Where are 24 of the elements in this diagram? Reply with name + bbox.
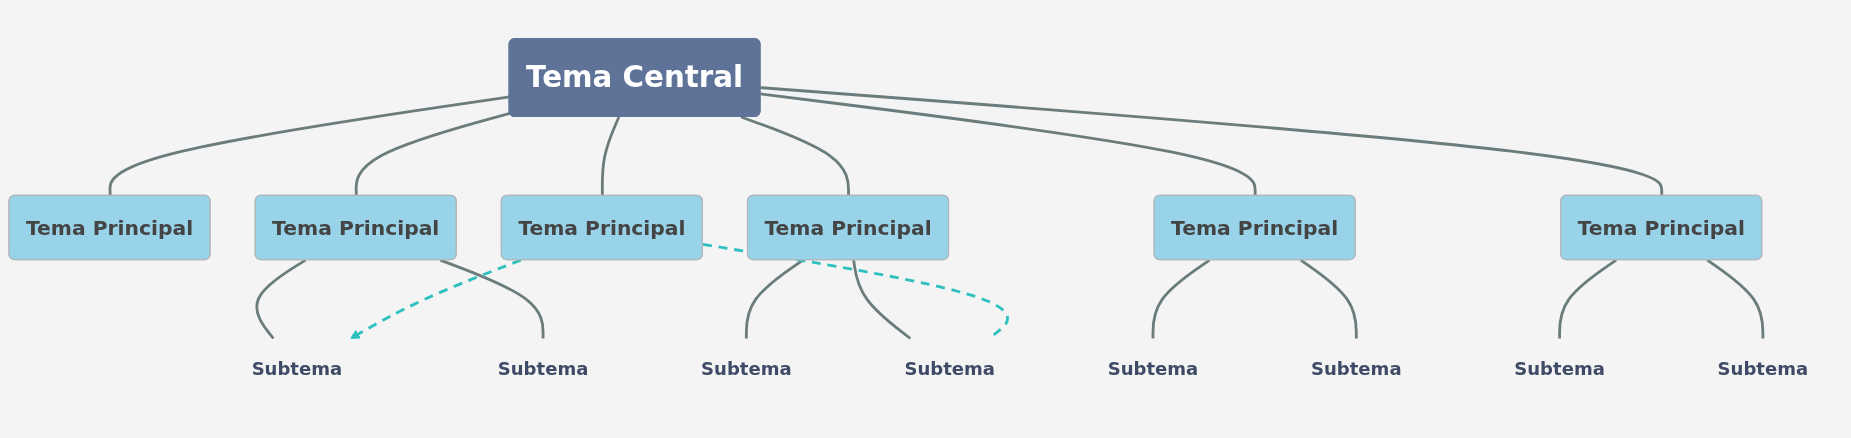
connector: [255, 258, 307, 340]
connector: [1706, 259, 1765, 339]
connector: [1300, 259, 1358, 339]
node-text: Subtema: [1717, 357, 1809, 380]
node-text: Subtema: [701, 357, 792, 380]
node-text: Subtema: [251, 357, 343, 380]
connector: [1558, 259, 1617, 339]
connector: [852, 259, 912, 340]
node-text: Subtema: [1107, 357, 1199, 380]
connector: [108, 95, 510, 196]
connector: [1151, 259, 1211, 339]
connector: [439, 258, 545, 339]
connector: [744, 259, 804, 339]
connector: [760, 86, 1664, 196]
arrow: [350, 258, 522, 339]
node-text: Subtema: [1310, 357, 1402, 380]
connector: [740, 115, 850, 196]
connector: [760, 92, 1257, 196]
node-text: Subtema: [1514, 357, 1605, 380]
connector: [702, 243, 1009, 340]
connector: [600, 116, 621, 196]
connector: [354, 111, 511, 196]
node-text: Subtema: [497, 357, 589, 380]
node-text: Subtema: [904, 357, 995, 380]
